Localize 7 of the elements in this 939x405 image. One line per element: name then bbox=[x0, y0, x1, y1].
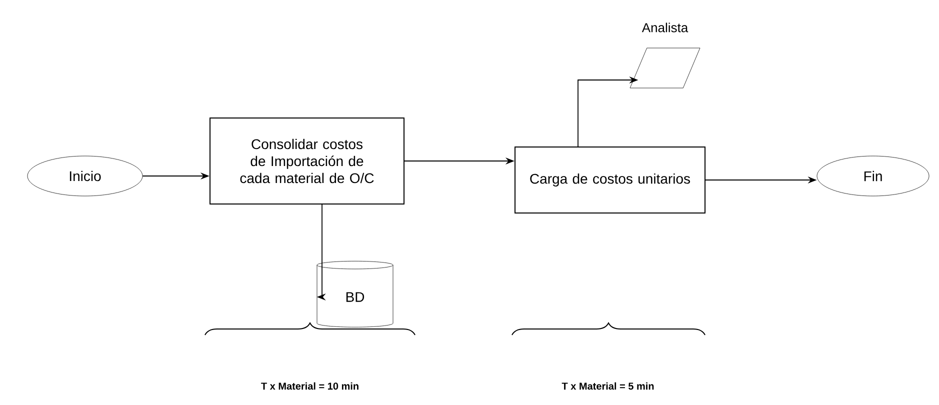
database-cylinder: BD bbox=[316, 260, 394, 328]
role-label: Analista bbox=[642, 22, 688, 32]
time-note: T x Material = 10 min bbox=[261, 382, 358, 390]
process-box: Consolidar costos de Importación de cada material de O/C bbox=[210, 118, 404, 204]
time-note: T x Material = 5 min bbox=[562, 382, 654, 390]
data-parallelogram bbox=[630, 48, 700, 88]
process-box: Carga de costos unitarios bbox=[514, 146, 706, 214]
